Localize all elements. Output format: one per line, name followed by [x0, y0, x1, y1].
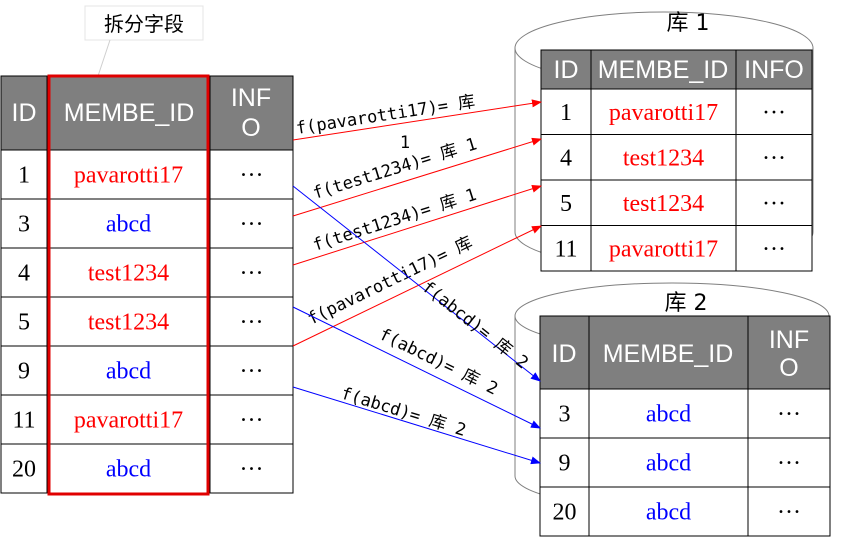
db2-cell-id: 20 — [553, 500, 577, 526]
db1-row: 11 pavarotti17 ··· — [540, 225, 813, 272]
db1-cell-id: 4 — [560, 145, 572, 171]
source-cell-info: ··· — [240, 261, 264, 287]
source-table: ID MEMBE_ID INF O 1 pavarotti17 ··· 3 abcd ··… — [0, 74, 294, 496]
db1-cell-info: ··· — [762, 145, 786, 171]
source-cell-member: test1234 — [88, 261, 169, 287]
source-cell-id: 3 — [18, 212, 30, 238]
db2-cell-info: ··· — [777, 451, 801, 477]
source-cell-member: abcd — [106, 212, 151, 238]
db1-row: 5 test1234 ··· — [540, 179, 813, 226]
split-field-callout: 拆分字段 — [84, 5, 204, 77]
source-cell-info: ··· — [240, 163, 264, 189]
db2-cell-member: abcd — [646, 451, 691, 477]
db1-header-info: INFO — [744, 56, 804, 84]
db1-row: 1 pavarotti17 ··· — [540, 88, 813, 135]
routing-arrows: f(pavarotti17)= 库1f(test1234)= 库 1f(test… — [292, 92, 542, 465]
source-cell-member: test1234 — [88, 310, 169, 336]
source-row: 1 pavarotti17 ··· — [0, 149, 294, 200]
db1-cylinder: 库 1 ID MEMBE_ID INFO 1 pavarotti17 ··· 4 tes… — [514, 11, 814, 272]
source-cell-id: 9 — [18, 359, 30, 385]
db1-cell-info: ··· — [762, 236, 786, 262]
db2-cell-info: ··· — [777, 402, 801, 428]
db1-cell-info: ··· — [762, 100, 786, 126]
db1-row: 4 test1234 ··· — [540, 134, 813, 181]
source-cell-member: abcd — [106, 359, 151, 385]
db2-cell-id: 3 — [559, 402, 571, 428]
source-row: 11 pavarotti17 ··· — [0, 394, 294, 445]
source-cell-info: ··· — [240, 212, 264, 238]
db2-header-id: ID — [552, 340, 577, 368]
db1-cell-member: pavarotti17 — [609, 236, 718, 262]
db2-cell-member: abcd — [646, 402, 691, 428]
db1-cell-id: 5 — [560, 191, 572, 217]
source-row: 20 abcd ··· — [0, 443, 294, 494]
source-cell-info: ··· — [240, 310, 264, 336]
db2-cell-member: abcd — [646, 500, 691, 526]
source-row: 5 test1234 ··· — [0, 296, 294, 347]
source-cell-id: 5 — [18, 310, 30, 336]
db1-cell-member: test1234 — [623, 145, 704, 171]
db2-header-member: MEMBE_ID — [603, 340, 734, 368]
db1-cell-id: 11 — [554, 236, 577, 262]
source-cell-member: abcd — [106, 457, 151, 483]
source-cell-id: 4 — [18, 261, 30, 287]
source-header-id: ID — [12, 99, 37, 127]
routing-arrow: f(abcd)= 库 2 — [292, 384, 541, 465]
db1-cell-member: test1234 — [623, 191, 704, 217]
db1-header-member: MEMBE_ID — [598, 56, 729, 84]
source-cell-member: pavarotti17 — [74, 163, 183, 189]
callout-label: 拆分字段 — [104, 12, 184, 36]
arrow-label: f(abcd)= 库 2 — [339, 384, 469, 441]
source-cell-info: ··· — [240, 359, 264, 385]
db2-cell-info: ··· — [777, 500, 801, 526]
source-cell-id: 1 — [18, 163, 30, 189]
source-header-member: MEMBE_ID — [64, 99, 195, 127]
source-cell-info: ··· — [240, 457, 264, 483]
routing-arrow: f(pavarotti17)= 库1 — [292, 92, 542, 153]
split-field-highlight — [47, 74, 210, 496]
db1-cell-id: 1 — [560, 100, 572, 126]
db1-header-id: ID — [554, 56, 579, 84]
source-header-info-1: INF — [231, 84, 271, 112]
db2-row: 3 abcd ··· — [539, 388, 831, 439]
db2-header-info-1: INF — [769, 326, 809, 354]
source-row: 3 abcd ··· — [0, 198, 294, 249]
source-header-info-2: O — [241, 114, 260, 142]
source-cell-info: ··· — [240, 408, 264, 434]
db1-title: 库 1 — [667, 11, 710, 36]
db2-header-info-2: O — [779, 354, 798, 382]
arrow-label: f(pavarotti17)= 库 — [295, 92, 477, 139]
source-row: 9 abcd ··· — [0, 345, 294, 396]
source-cell-id: 11 — [12, 408, 35, 434]
source-row: 4 test1234 ··· — [0, 247, 294, 298]
db2-title: 库 2 — [665, 291, 708, 316]
source-cell-id: 20 — [12, 457, 36, 483]
arrow-label-continuation: 1 — [400, 133, 410, 153]
source-cell-member: pavarotti17 — [74, 408, 183, 434]
db1-cell-info: ··· — [762, 191, 786, 217]
db2-cell-id: 9 — [559, 451, 571, 477]
db1-cell-member: pavarotti17 — [609, 100, 718, 126]
db2-row: 9 abcd ··· — [539, 437, 831, 488]
db2-row: 20 abcd ··· — [539, 486, 831, 537]
